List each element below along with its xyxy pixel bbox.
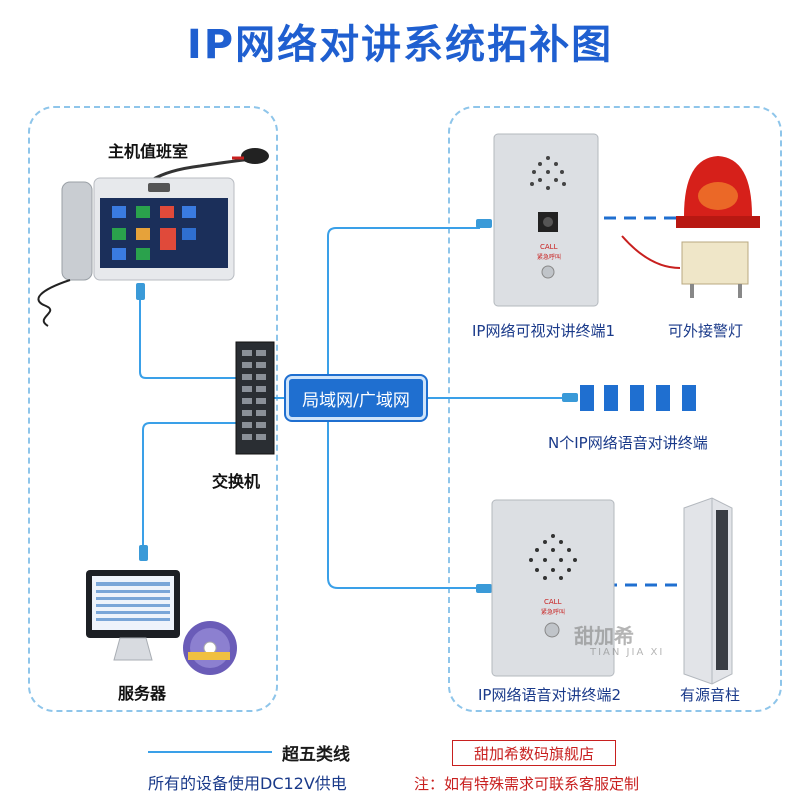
server-monitor-icon — [86, 570, 180, 661]
n-terminal-block — [682, 385, 696, 411]
switch-label: 交换机 — [212, 472, 261, 491]
switch-icon — [235, 341, 275, 455]
terminal2-call-sub: 紧急呼叫 — [541, 609, 566, 616]
brand-watermark: 甜加希 — [574, 624, 634, 648]
terminal1-call-text: CALL — [540, 243, 558, 251]
n-terminals-label: N个IP网络语音对讲终端 — [548, 434, 708, 452]
terminal2-label: IP网络语音对讲终端2 — [478, 686, 622, 704]
n-terminal-block — [604, 385, 618, 411]
video-intercom-terminal-icon — [493, 133, 599, 307]
right-panel — [448, 106, 782, 712]
shop-name: 甜加希数码旗舰店 — [452, 740, 616, 766]
software-disc-icon — [183, 621, 237, 675]
speaker-label: 有源音柱 — [680, 686, 741, 704]
n-terminal-block — [580, 385, 594, 411]
alarm-light-label: 可外接警灯 — [668, 322, 744, 340]
legend-cable-label: 超五类线 — [282, 745, 350, 765]
alarm-light-icon — [621, 156, 760, 298]
terminal1-call-sub: 紧急呼叫 — [537, 254, 562, 261]
column-speaker-icon — [683, 497, 733, 685]
server-label: 服务器 — [118, 684, 167, 703]
power-note: 所有的设备使用DC12V供电 — [148, 774, 347, 793]
rj45-plug-icon — [476, 219, 492, 228]
rj45-plug-icon — [476, 584, 492, 593]
line-host-switch — [139, 300, 238, 379]
terminal1-label: IP网络可视对讲终端1 — [472, 322, 616, 340]
left-panel — [28, 106, 278, 712]
line-server-switch — [142, 422, 238, 545]
voice-intercom-terminal-icon — [491, 499, 615, 677]
brand-watermark-sub: TIAN JIA XI — [590, 647, 665, 658]
custom-note: 注：如有特殊需求可联系客服定制 — [414, 775, 640, 793]
host-room-label: 主机值班室 — [108, 142, 189, 161]
line-lan-bus-bottom — [327, 420, 478, 589]
page-title: IP网络对讲系统拓补图 — [186, 22, 614, 68]
host-console-icon — [37, 148, 269, 327]
line-lan-bus-top — [327, 227, 480, 376]
n-terminal-block — [656, 385, 670, 411]
lan-wan-node: 局域网/广域网 — [286, 376, 426, 420]
terminal2-call-text: CALL — [544, 598, 562, 606]
rj45-plug-icon — [139, 545, 148, 561]
rj45-plug-icon — [562, 393, 578, 402]
rj45-plug-icon — [136, 283, 145, 300]
n-terminal-block — [630, 385, 644, 411]
